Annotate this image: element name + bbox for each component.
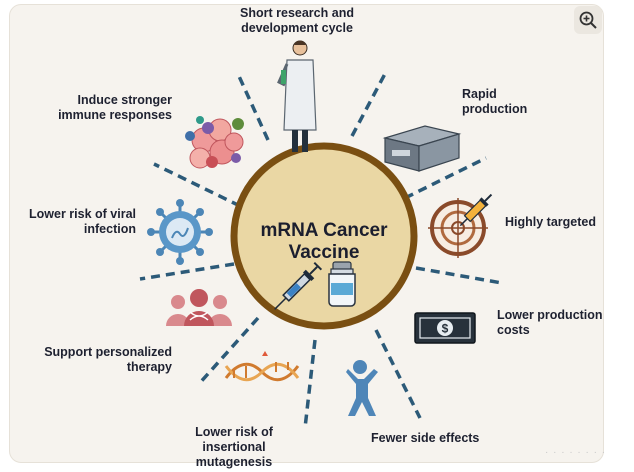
separator-line [350,69,389,137]
scientist-icon [277,40,317,152]
separator-line [303,339,317,429]
separator-line [236,73,270,141]
separators [139,69,503,429]
svg-text:$: $ [442,322,449,336]
label-personalized-therapy: Support personalized therapy [44,345,172,374]
separator-line [139,262,235,281]
vial-icon [328,261,356,307]
label-highly-targeted: Highly targeted [505,215,596,229]
people-dna-icon [166,289,232,326]
zoom-in-icon [579,11,597,29]
dna-icon [224,351,300,382]
syringe-icon [274,261,323,310]
label-fewer-side-effects: Fewer side effects [371,431,480,445]
label-lower-production-costs: Lower production costs [497,308,603,337]
separator-line [404,156,487,200]
label-stronger-immune: Induce stronger immune responses [58,93,172,122]
separator-line [415,266,503,285]
lab-machine-icon [382,125,462,172]
label-lower-risk-viral: Lower risk of viral infection [29,207,136,236]
separator-line [153,162,241,208]
target-syringe-icon [428,193,493,258]
dollar-bill-icon: $ [414,312,476,344]
virus-icon [147,199,213,265]
cell-cluster-icon [185,116,244,169]
label-short-research: Short research and development cycle [240,6,354,35]
zoom-button[interactable] [574,6,602,34]
watermark: · · · · · · · · [545,447,607,458]
separator-line [374,329,422,419]
center-circle [230,142,418,330]
label-rapid-production: Rapid production [462,87,528,116]
label-lower-risk-mutagenesis: Lower risk of insertional mutagenesis [195,425,273,469]
happy-person-icon [346,360,378,416]
center-title: mRNA Cancer Vaccine [260,220,388,263]
